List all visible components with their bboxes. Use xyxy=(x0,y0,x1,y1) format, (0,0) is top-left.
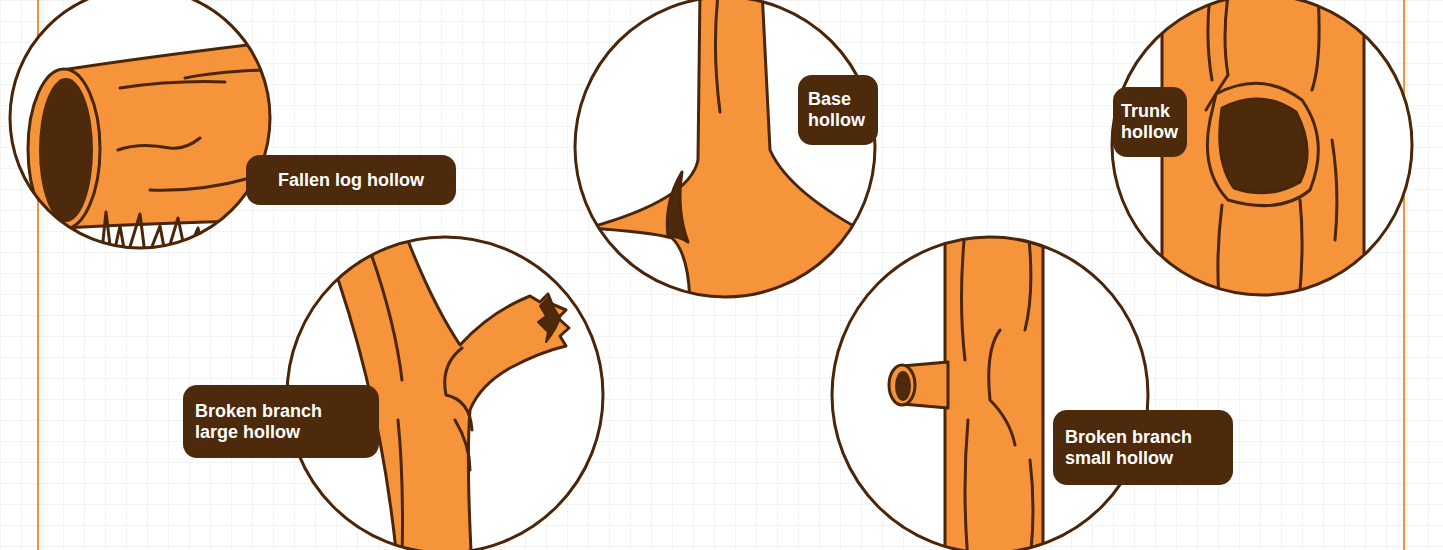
label-text: Fallen log hollow xyxy=(258,170,444,191)
grass xyxy=(100,212,252,270)
label-tag: Base hollow xyxy=(798,75,878,145)
circle-frame xyxy=(1112,0,1412,295)
bark-line xyxy=(715,0,720,112)
base-hollow-illustration xyxy=(575,0,880,310)
label-text: Broken branch large hollow xyxy=(195,401,367,443)
trunk-hollow-illustration xyxy=(1112,0,1412,310)
log-hollow xyxy=(39,78,93,222)
bark-line xyxy=(368,245,472,550)
hollow-rim xyxy=(1207,83,1318,205)
trunk xyxy=(1162,0,1364,310)
label-tag: Fallen log hollow xyxy=(246,155,456,205)
label-tag: Broken branch small hollow xyxy=(1053,410,1233,485)
fallen-log-illustration xyxy=(10,0,290,270)
broken-branch-hollow xyxy=(538,298,560,342)
label-text: Trunk hollow xyxy=(1121,101,1179,143)
stub-end xyxy=(889,365,915,405)
bark-line xyxy=(1206,0,1337,310)
label-tag: Broken branch large hollow xyxy=(183,385,379,458)
bark-line xyxy=(118,70,262,190)
circle-frame xyxy=(832,237,1148,550)
log-end xyxy=(28,69,100,229)
broken-branch-small-illustration xyxy=(832,220,1148,550)
small-hollow xyxy=(895,371,911,401)
base-hollow xyxy=(667,172,688,242)
trunk-hollow xyxy=(1220,99,1307,193)
circle-frame xyxy=(575,0,875,297)
trunk xyxy=(945,220,1043,550)
circle-frame xyxy=(10,0,270,248)
label-text: Base hollow xyxy=(808,89,868,131)
bark-line xyxy=(962,230,1034,550)
label-tag: Trunk hollow xyxy=(1113,87,1187,157)
frame-line xyxy=(1403,0,1405,550)
label-text: Broken branch small hollow xyxy=(1065,427,1221,469)
